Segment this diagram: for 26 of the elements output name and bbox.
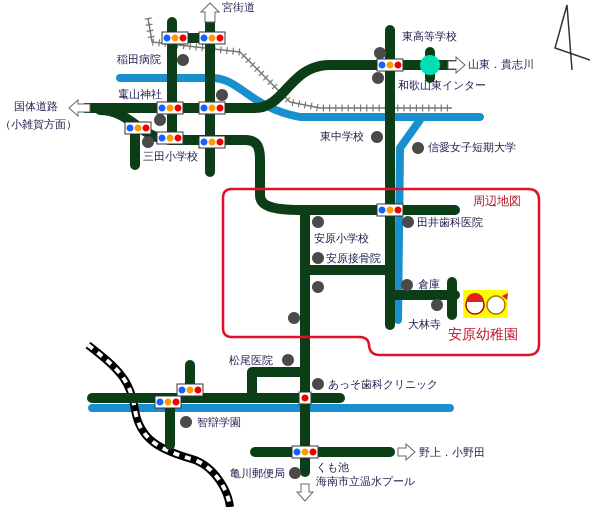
place-label: 宮街道 xyxy=(222,1,255,14)
place-label: 野上．小野田 xyxy=(419,446,485,459)
place-label: 松尾医院 xyxy=(229,354,273,367)
place-label: 三田小学校 xyxy=(143,150,198,163)
place-label: 大林寺 xyxy=(408,318,441,331)
map-area-outline xyxy=(221,187,541,357)
place-label: 亀川郵便局 xyxy=(230,467,285,480)
place-label: 安原接骨院 xyxy=(326,252,381,265)
place-label: 稲田病院 xyxy=(117,53,161,66)
place-label: 竃山神社 xyxy=(118,88,162,101)
map-area-title: 周辺地図 xyxy=(473,193,521,210)
place-label: 倉庫 xyxy=(418,278,440,291)
place-label: 安原小学校 xyxy=(314,232,369,245)
place-label: 信愛女子短期大学 xyxy=(428,141,516,154)
place-label: 東中学校 xyxy=(320,130,364,143)
place-label: 田井歯科医院 xyxy=(417,216,483,229)
place-label: 海南市立温水プール xyxy=(316,475,415,488)
place-label: くも池 xyxy=(316,461,349,474)
place-label: 国体道路 xyxy=(14,100,58,113)
place-label: （小雑賀方面） xyxy=(0,118,77,131)
place-label: あっそ歯科クリニック xyxy=(328,378,438,391)
place-label: 東高等学校 xyxy=(402,30,457,43)
place-label: 山東．貴志川 xyxy=(468,58,534,71)
place-label: 和歌山東インター xyxy=(398,79,486,92)
place-label: 安原幼稚園 xyxy=(448,327,518,343)
place-label: 智辯学園 xyxy=(197,416,241,429)
